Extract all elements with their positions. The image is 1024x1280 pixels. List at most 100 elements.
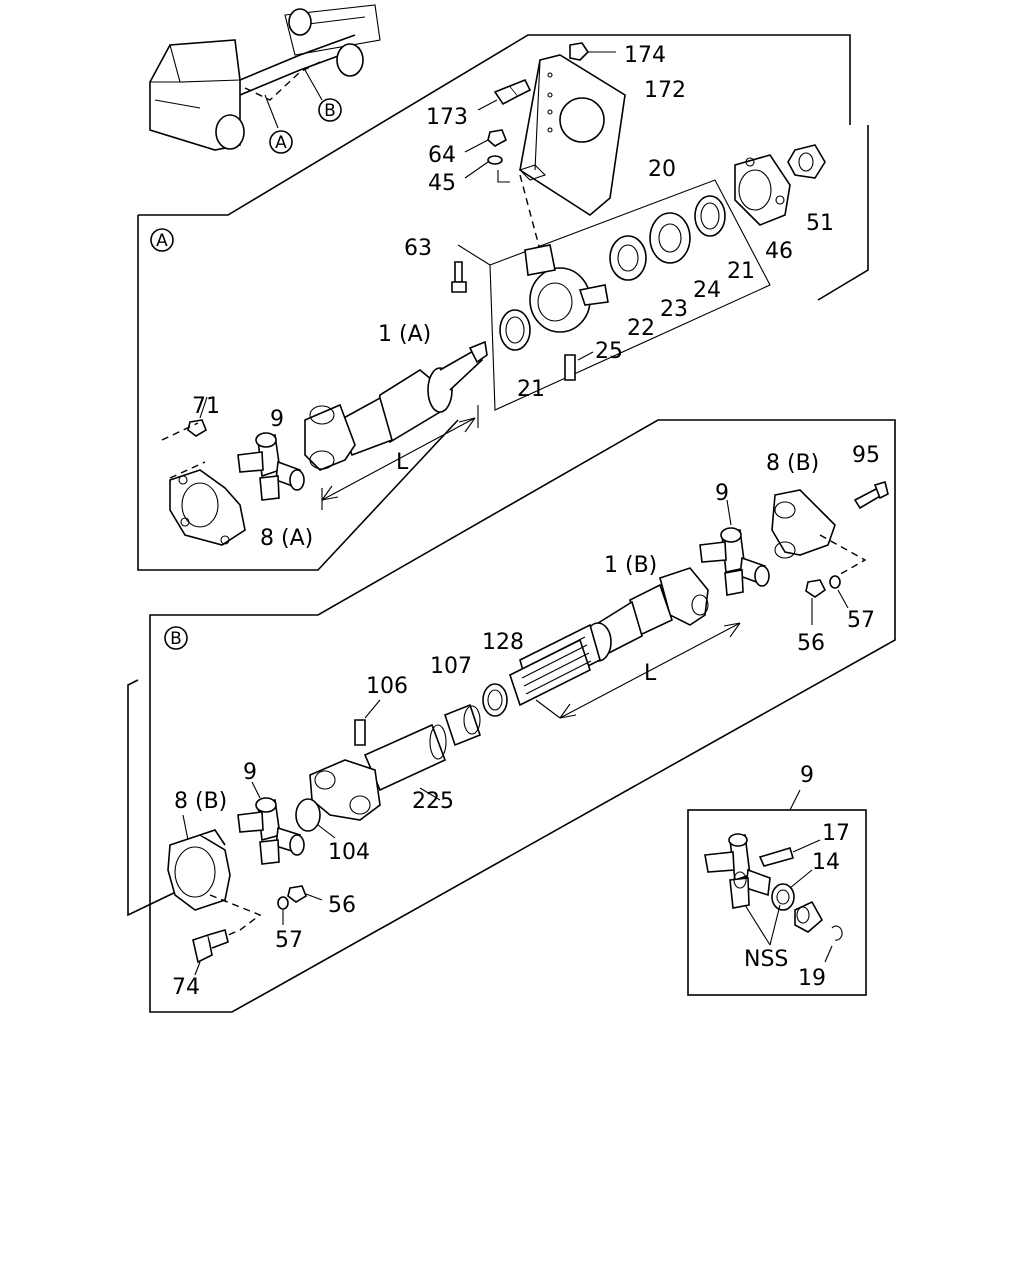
label-1b: 1 (B) <box>604 553 657 578</box>
svg-text:A: A <box>275 133 287 153</box>
label-74: 74 <box>172 975 200 1000</box>
label-9-a: 9 <box>270 407 284 432</box>
flange-a-dash <box>161 422 206 479</box>
bearing-24-part <box>649 212 691 264</box>
svg-text:A: A <box>156 231 168 251</box>
flange-b-top-dash <box>819 534 867 581</box>
slip-yoke-part <box>309 759 381 821</box>
flange-yoke-8a-part <box>169 469 246 546</box>
label-9-b2: 9 <box>243 760 257 785</box>
dimension-l-b <box>535 622 741 719</box>
leader-9-b2 <box>251 781 261 799</box>
bearing-23-part <box>609 235 647 281</box>
bolt-74-part <box>192 928 229 964</box>
seal-ring-21-lower-part <box>499 309 531 351</box>
universal-joint-9-a-part <box>237 432 305 501</box>
center-bearing-part <box>524 244 609 333</box>
label-1a: 1 (A) <box>378 322 431 347</box>
label-104: 104 <box>328 840 370 865</box>
label-22: 22 <box>627 316 655 341</box>
nut-64-part <box>487 129 508 147</box>
leader-17 <box>792 839 821 853</box>
flange-yoke-8b-top-part <box>771 489 836 559</box>
leader-104 <box>317 824 336 839</box>
leader-9-b1 <box>726 499 732 526</box>
label-51: 51 <box>806 211 834 236</box>
hanger-bracket-part <box>518 54 626 216</box>
universal-joint-9-b2-part <box>237 797 305 865</box>
bearing-group-frame <box>489 179 771 411</box>
inset-seal-14-part <box>771 883 795 911</box>
label-20: 20 <box>648 157 676 182</box>
leader-14 <box>789 869 813 889</box>
inset-universal-joint-part <box>704 833 771 909</box>
inset-grease-fitting-17-part <box>758 847 795 867</box>
inset-bearing-cup-part <box>794 900 824 933</box>
label-63: 63 <box>404 236 432 261</box>
leader-63-group <box>457 244 491 266</box>
label-nss: NSS <box>744 947 788 972</box>
leader-64 <box>464 139 489 153</box>
label-25: 25 <box>595 339 623 364</box>
label-106: 106 <box>366 674 408 699</box>
label-19: 19 <box>798 966 826 991</box>
view-b-outer-bracket <box>127 679 181 917</box>
label-56-bottom: 56 <box>328 893 356 918</box>
bolt-95-part <box>853 480 889 510</box>
label-24: 24 <box>693 278 721 303</box>
dimension-l-a <box>321 405 479 510</box>
spline-texture <box>519 636 592 695</box>
sleeve-107-part <box>444 703 481 747</box>
label-l-b: L <box>644 661 657 686</box>
view-b-frame <box>149 419 896 1013</box>
leader-173 <box>477 99 498 111</box>
leader-25 <box>577 351 594 361</box>
companion-flange-46-part <box>734 154 791 226</box>
leader-56-57-top <box>811 589 849 625</box>
truck-callout-a: A <box>269 130 293 154</box>
grease-nipple-25-part <box>564 354 576 381</box>
leader-nss <box>744 904 781 946</box>
label-8a: 8 (A) <box>260 526 313 551</box>
view-a-callout: A <box>150 228 174 252</box>
view-a-frame <box>137 34 869 571</box>
label-128: 128 <box>482 630 524 655</box>
label-56-top: 56 <box>797 631 825 656</box>
label-225: 225 <box>412 789 454 814</box>
label-45: 45 <box>428 171 456 196</box>
nut-56-bottom-part <box>287 885 307 903</box>
label-9-inset: 9 <box>800 763 814 788</box>
label-57-bottom: 57 <box>275 928 303 953</box>
nut-71-part <box>187 419 207 437</box>
label-8b-top: 8 (B) <box>766 451 819 476</box>
leader-8b-bot <box>182 814 189 841</box>
svg-text:B: B <box>170 629 182 649</box>
label-46: 46 <box>765 239 793 264</box>
plug-104-part <box>295 798 321 832</box>
truck-locator-illustration <box>149 4 381 151</box>
label-172: 172 <box>644 78 686 103</box>
washer-45-part <box>487 155 503 165</box>
view-b-callout: B <box>164 626 188 650</box>
label-174: 174 <box>624 43 666 68</box>
label-l-a: L <box>396 450 409 475</box>
shaft-1a-part <box>304 340 488 471</box>
label-21-lower: 21 <box>517 377 545 402</box>
leader-45 <box>464 161 489 179</box>
leader-71 <box>199 396 208 419</box>
seal-ring-21-upper-part <box>694 195 726 237</box>
flange-yoke-8b-bottom-part <box>167 829 231 911</box>
bolt-173-part <box>493 78 532 106</box>
nut-56-top-part <box>805 579 827 598</box>
leader-19 <box>824 945 833 963</box>
label-95: 95 <box>852 443 880 468</box>
label-71: 71 <box>192 394 220 419</box>
ring-128-part <box>482 683 508 717</box>
universal-joint-9-b1-part <box>699 527 770 596</box>
label-14: 14 <box>812 850 840 875</box>
bracket-l-marker <box>497 170 510 183</box>
label-64: 64 <box>428 143 456 168</box>
label-57-top: 57 <box>847 608 875 633</box>
bolt-63-part <box>451 261 467 293</box>
